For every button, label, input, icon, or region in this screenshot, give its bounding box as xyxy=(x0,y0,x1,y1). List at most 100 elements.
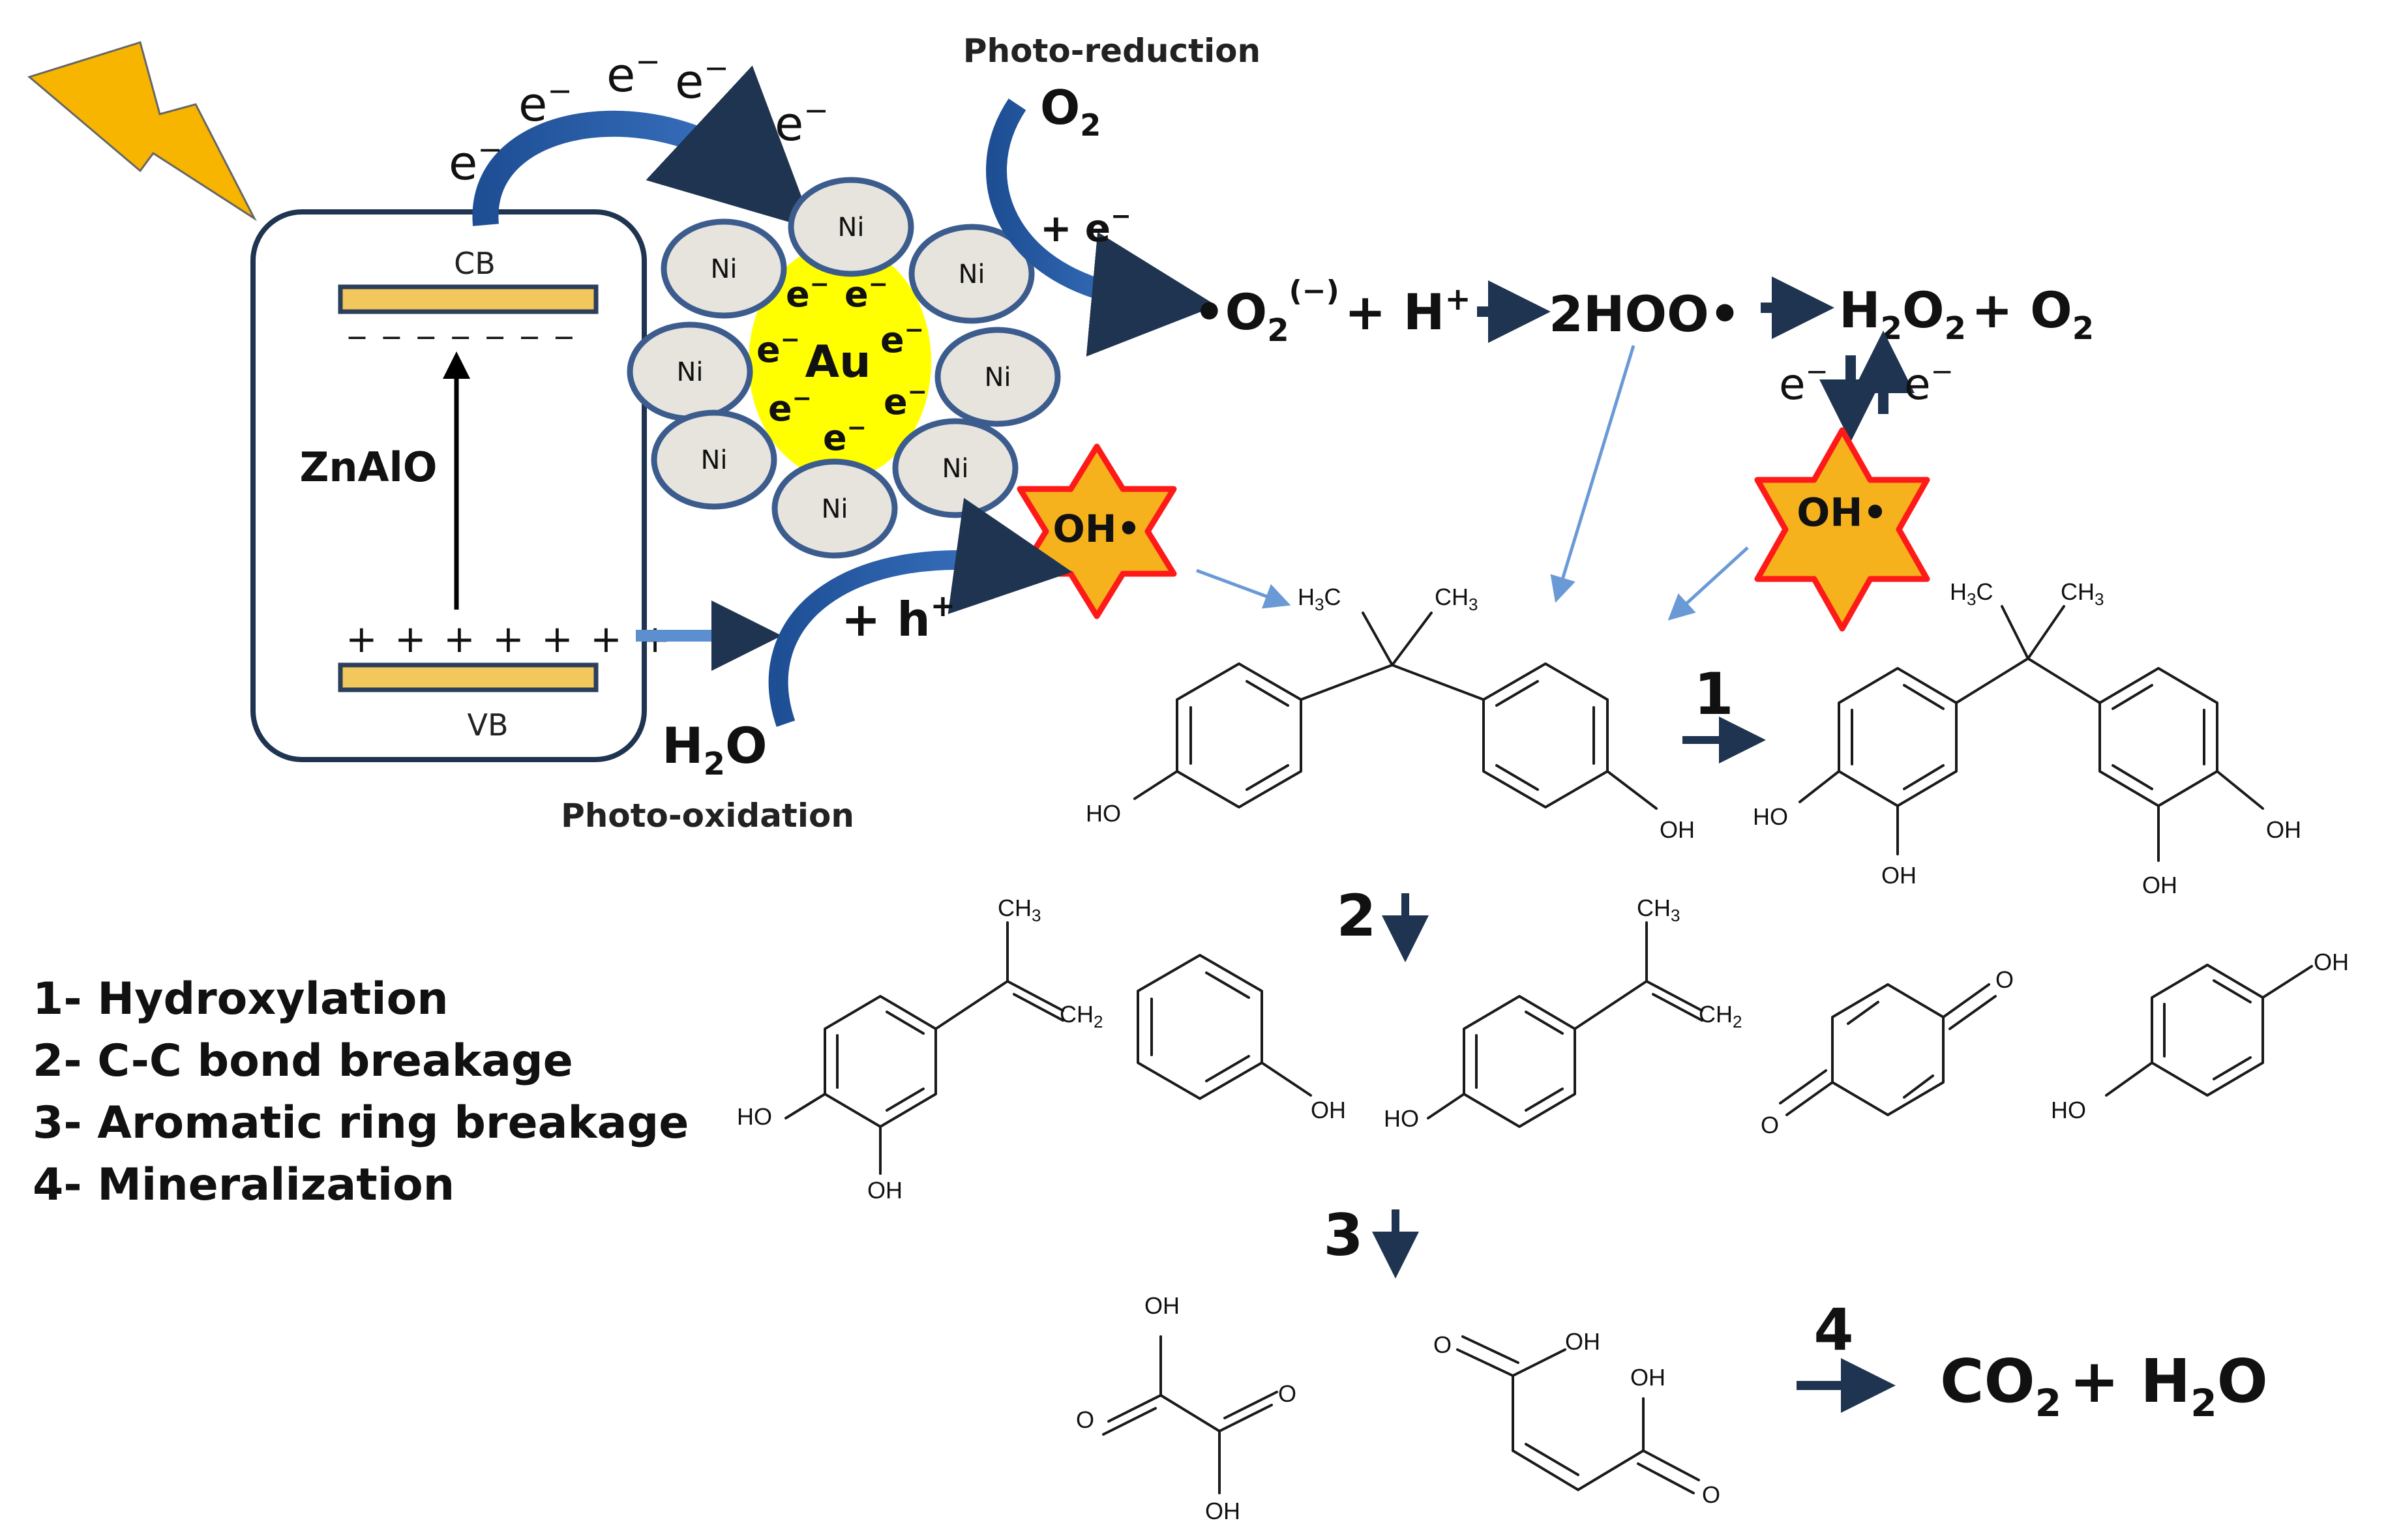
phenol-molecule: OH xyxy=(1137,954,1346,1123)
catechol-isopropenyl-molecule: CH3 CH2 HO OH xyxy=(737,895,1103,1204)
svg-text:e−: e− xyxy=(823,415,867,458)
svg-text:O: O xyxy=(1278,1380,1296,1407)
plus-hole-label: + h+ xyxy=(841,588,955,647)
benzoquinone-molecule: O O xyxy=(1761,966,2014,1138)
svg-text:Ni: Ni xyxy=(958,259,985,289)
svg-text:Ni: Ni xyxy=(710,254,737,284)
svg-text:e−: e− xyxy=(606,44,661,102)
svg-text:Ni: Ni xyxy=(837,213,864,243)
o2-label: O2 xyxy=(1040,80,1101,143)
svg-text:e−: e− xyxy=(756,327,800,370)
lightning-bolt-icon xyxy=(27,41,257,222)
svg-text:HO: HO xyxy=(1384,1105,1419,1132)
svg-text:e−: e− xyxy=(768,385,812,429)
svg-text:CH3: CH3 xyxy=(1637,895,1680,925)
superoxide-radical: •O2(−)+ H+ xyxy=(1193,274,1471,349)
svg-text:OH: OH xyxy=(1660,816,1695,843)
ni-particles: Ni Ni Ni Ni Ni Ni Ni Ni xyxy=(627,177,1061,559)
attack-arrow-right xyxy=(1667,546,1749,621)
hoo-radical: 2HOO• xyxy=(1549,285,1740,343)
svg-text:O: O xyxy=(1433,1331,1452,1358)
legend-item: 3- Aromatic ring breakage xyxy=(33,1097,689,1149)
electron-dashes: _ _ _ _ _ _ _ xyxy=(348,301,576,339)
svg-text:e−: e− xyxy=(449,132,503,190)
svg-text:CH3: CH3 xyxy=(2061,578,2104,609)
svg-text:CH2: CH2 xyxy=(1060,1001,1103,1031)
svg-text:CH3: CH3 xyxy=(998,895,1041,925)
ni-particle: Ni xyxy=(892,418,1019,518)
ni-particle: Ni xyxy=(651,409,777,510)
svg-text:e−: e− xyxy=(775,93,829,151)
svg-text:OH: OH xyxy=(2266,816,2301,843)
svg-text:HO: HO xyxy=(2051,1097,2086,1123)
svg-text:Ni: Ni xyxy=(942,454,968,484)
svg-text:OH•: OH• xyxy=(1053,507,1141,551)
au-electrons: e− e− e− e− e− e− e− xyxy=(756,271,927,458)
semiconductor-frame xyxy=(250,209,647,762)
svg-text:OH: OH xyxy=(1205,1498,1240,1524)
svg-text:OH: OH xyxy=(1630,1364,1665,1391)
ni-particle: Ni xyxy=(627,321,753,422)
attack-arrow-hoo xyxy=(1550,345,1635,603)
h2o2-o2: H2O2+ O2 xyxy=(1839,281,2094,347)
ni-particle: Ni xyxy=(788,177,914,277)
svg-text:e−: e− xyxy=(880,317,924,361)
svg-text:OH: OH xyxy=(1311,1097,1346,1123)
maleic-acid-molecule: O OH OH O xyxy=(1433,1328,1720,1508)
svg-text:HO: HO xyxy=(737,1103,772,1130)
svg-text:OH: OH xyxy=(1881,862,1917,889)
legend-item: 1- Hydroxylation xyxy=(33,973,449,1025)
legend: 1- Hydroxylation 2- C-C bond breakage 3-… xyxy=(33,973,689,1211)
svg-text:OH: OH xyxy=(1144,1292,1180,1319)
svg-text:OH: OH xyxy=(2142,872,2177,898)
svg-text:O: O xyxy=(1076,1406,1094,1433)
au-core xyxy=(749,244,931,479)
valence-band xyxy=(338,662,599,692)
photo-reduction-label: Photo-reduction xyxy=(963,32,1261,70)
e-left: e− xyxy=(1779,355,1828,409)
svg-text:H3C: H3C xyxy=(1298,584,1341,614)
oh-radical-star-right: OH• xyxy=(1754,427,1930,632)
mineralization-products: CO2+ H2O xyxy=(1940,1346,2268,1425)
svg-text:e−: e− xyxy=(518,73,573,132)
svg-text:Ni: Ni xyxy=(676,357,703,387)
svg-text:CH3: CH3 xyxy=(1435,584,1478,614)
step-4-label: 4 xyxy=(1813,1296,1853,1363)
svg-text:OH: OH xyxy=(867,1177,903,1204)
oh-radical-star-left: OH• xyxy=(1017,443,1177,619)
svg-text:e−: e− xyxy=(844,271,888,315)
conduction-band xyxy=(338,284,599,314)
cb-label: CB xyxy=(454,246,496,281)
photo-oxidation-label: Photo-oxidation xyxy=(561,797,854,835)
ni-particle: Ni xyxy=(661,218,787,319)
ni-particle: Ni xyxy=(934,327,1061,427)
ni-particle: Ni xyxy=(908,224,1035,324)
au-label: Au xyxy=(805,336,871,388)
isopropenyl-phenol-molecule: CH3 CH2 HO xyxy=(1384,895,1742,1132)
floating-electrons: e− e− e− e− e− xyxy=(449,44,829,190)
oxalic-acid-molecule: OH O O OH xyxy=(1076,1292,1296,1524)
legend-item: 4- Mineralization xyxy=(33,1159,455,1211)
legend-item: 2- C-C bond breakage xyxy=(33,1035,573,1087)
bisphenol-a-molecule: H3C CH3 HO OH xyxy=(1086,584,1695,843)
svg-text:Ni: Ni xyxy=(700,445,727,475)
ni-particle: Ni xyxy=(771,458,898,559)
hydroxylated-bpa-molecule: H3C CH3 HO OH OH OH xyxy=(1753,578,2301,898)
hydroquinone-molecule: OH HO xyxy=(2051,949,2349,1123)
svg-text:HO: HO xyxy=(1086,800,1121,827)
attack-arrow-left xyxy=(1196,569,1291,609)
svg-text:HO: HO xyxy=(1753,803,1788,830)
svg-text:OH: OH xyxy=(2314,949,2349,975)
electron-transfer-arrow xyxy=(472,65,814,230)
svg-text:O: O xyxy=(1702,1481,1720,1508)
hole-plus-signs: + + + + + + + xyxy=(346,617,674,661)
plus-electron-label: + e− xyxy=(1040,201,1131,250)
svg-text:Ni: Ni xyxy=(984,363,1011,392)
oxidation-curved-arrow xyxy=(768,497,1073,727)
svg-text:O: O xyxy=(1761,1112,1779,1138)
reduction-curved-arrow xyxy=(986,98,1217,357)
h2o-label: H2O xyxy=(662,717,768,782)
e-right: e− xyxy=(1904,355,1954,409)
